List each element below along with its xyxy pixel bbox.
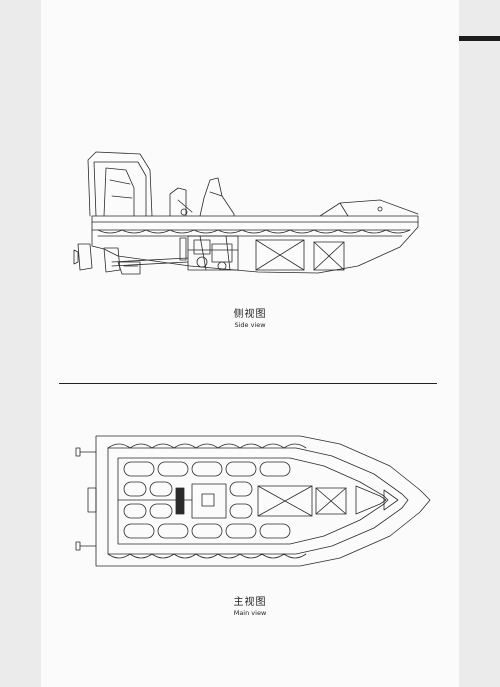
side-compartment-2 — [313, 241, 345, 271]
side-hull-outline — [91, 215, 419, 274]
main-seat-pads — [123, 461, 291, 539]
main-hull-outline — [95, 435, 431, 567]
side-view-caption: 侧视图 Side view — [41, 305, 459, 329]
main-forward-hatch-2 — [315, 487, 347, 515]
main-tube-scallops-bottom — [107, 553, 307, 559]
main-helm-seat — [175, 487, 185, 515]
main-bow-detail — [355, 485, 387, 515]
section-tab-mark — [459, 36, 500, 41]
main-view-label-zh: 主视图 — [233, 597, 267, 608]
page-sheet — [41, 0, 459, 687]
main-deck-outline — [117, 457, 389, 545]
main-forward-hatch-1 — [257, 485, 313, 517]
side-helm-seat — [169, 187, 187, 217]
side-tube-scallops — [97, 229, 411, 234]
main-console — [191, 483, 227, 519]
main-view-caption: 主视图 Main view — [41, 593, 459, 617]
main-tube-inner — [107, 447, 409, 555]
main-view-label-en: Main view — [233, 609, 267, 617]
side-console-arch — [87, 151, 153, 217]
section-divider — [59, 383, 437, 385]
side-view-label-zh: 侧视图 — [233, 309, 267, 320]
side-compartment-1 — [255, 239, 305, 271]
side-view-label-en: Side view — [234, 321, 266, 329]
side-engine-assembly — [179, 235, 239, 271]
main-tube-scallops-top — [107, 443, 307, 449]
side-bow-rail — [319, 199, 419, 217]
side-drive-shaft — [111, 257, 189, 263]
side-passenger-seat — [199, 177, 235, 217]
side-outboard-motor — [73, 243, 141, 275]
